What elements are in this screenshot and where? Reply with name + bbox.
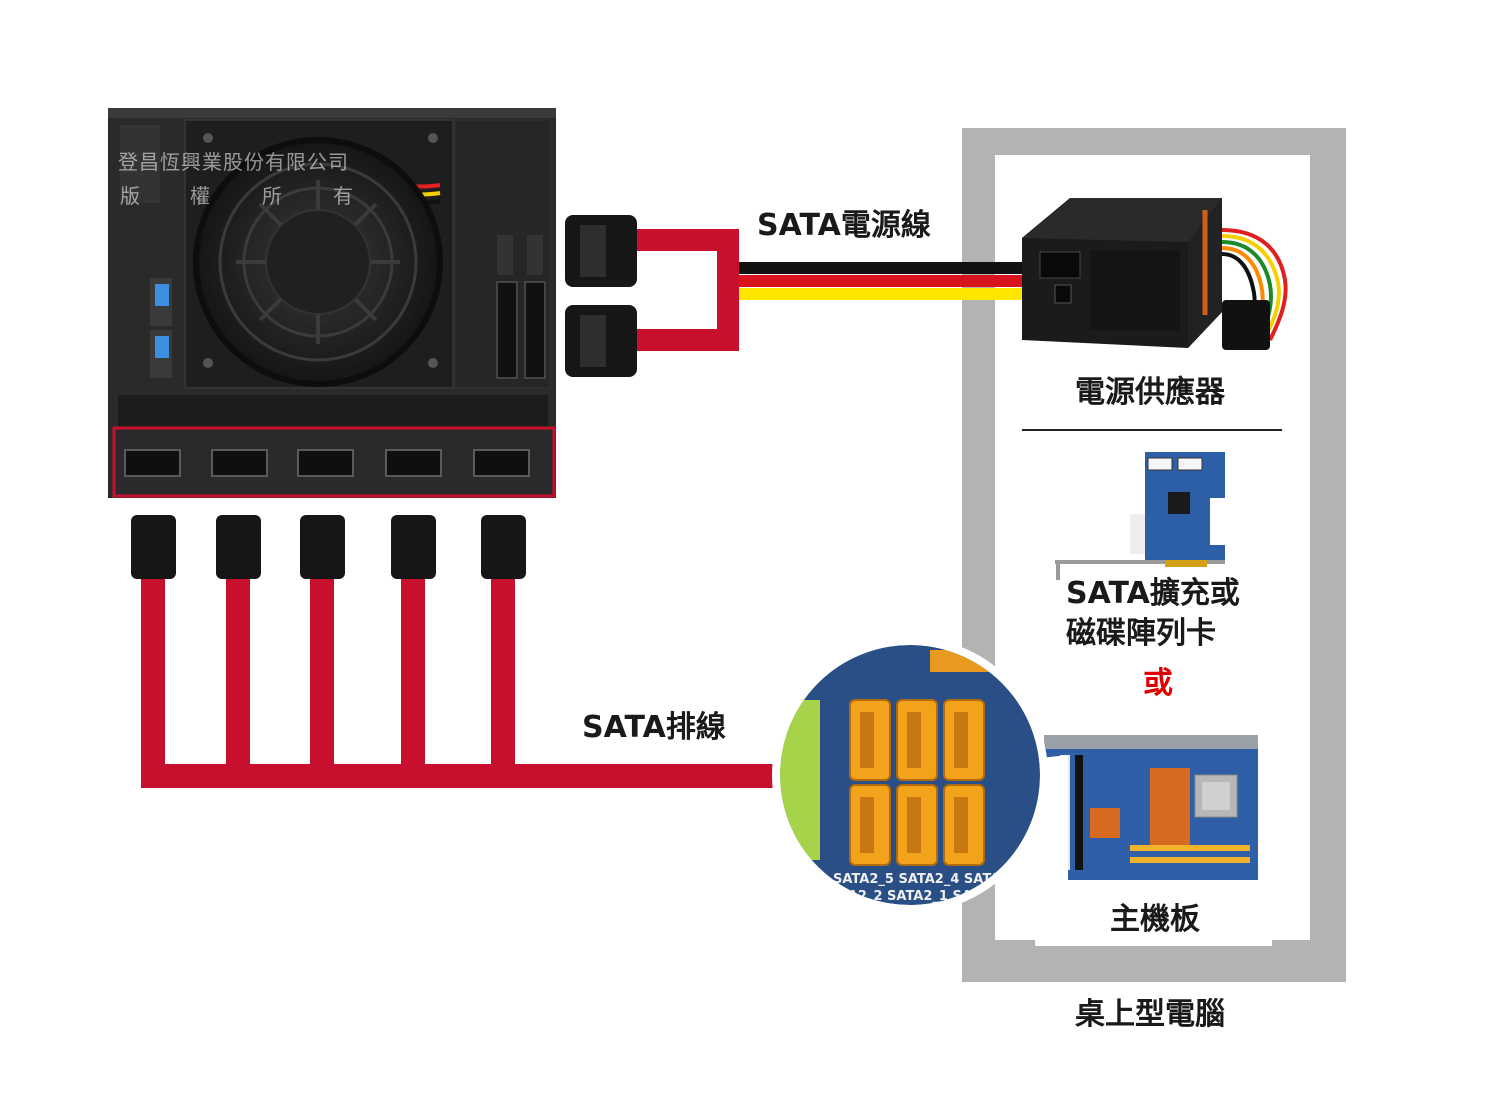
label-power-supply: 電源供應器 (1075, 375, 1225, 410)
label-motherboard: 主機板 (1110, 902, 1200, 937)
sata-power-connector-bottom (565, 305, 637, 377)
sata-power-cable (636, 229, 1033, 351)
sata-power-connector-top (565, 215, 637, 287)
motherboard-sata-zoom: SATA2_5 SATA2_4 SATA TA2_2 SATA2_1 SA (772, 637, 1048, 913)
enclosure-sata-port-row (112, 426, 556, 498)
label-or: 或 (1143, 666, 1173, 701)
label-desktop-pc: 桌上型電腦 (1075, 997, 1225, 1032)
label-expansion-card-line1: SATA擴充或 (1066, 576, 1240, 611)
zoom-port-labels-row1: SATA2_5 SATA2_4 SATA (833, 872, 1000, 887)
sata-data-cables (141, 575, 790, 788)
sata-data-plugs (131, 515, 526, 579)
motherboard (1044, 735, 1258, 880)
label-expansion-card-line2: 磁碟陣列卡 (1066, 616, 1216, 651)
watermark-rights-1: 版 (120, 184, 141, 208)
watermark-rights-2: 權 (190, 184, 211, 208)
watermark-company: 登昌恆興業股份有限公司 (118, 150, 349, 174)
watermark-rights-4: 有 (333, 184, 354, 208)
watermark-rights-3: 所 (262, 184, 283, 208)
cooling-fan (193, 137, 443, 387)
power-supply-unit (1022, 198, 1288, 350)
sata-expansion-card (1055, 452, 1225, 580)
label-sata-power-cable: SATA電源線 (757, 208, 931, 243)
label-sata-data-cable: SATA排線 (582, 710, 726, 745)
